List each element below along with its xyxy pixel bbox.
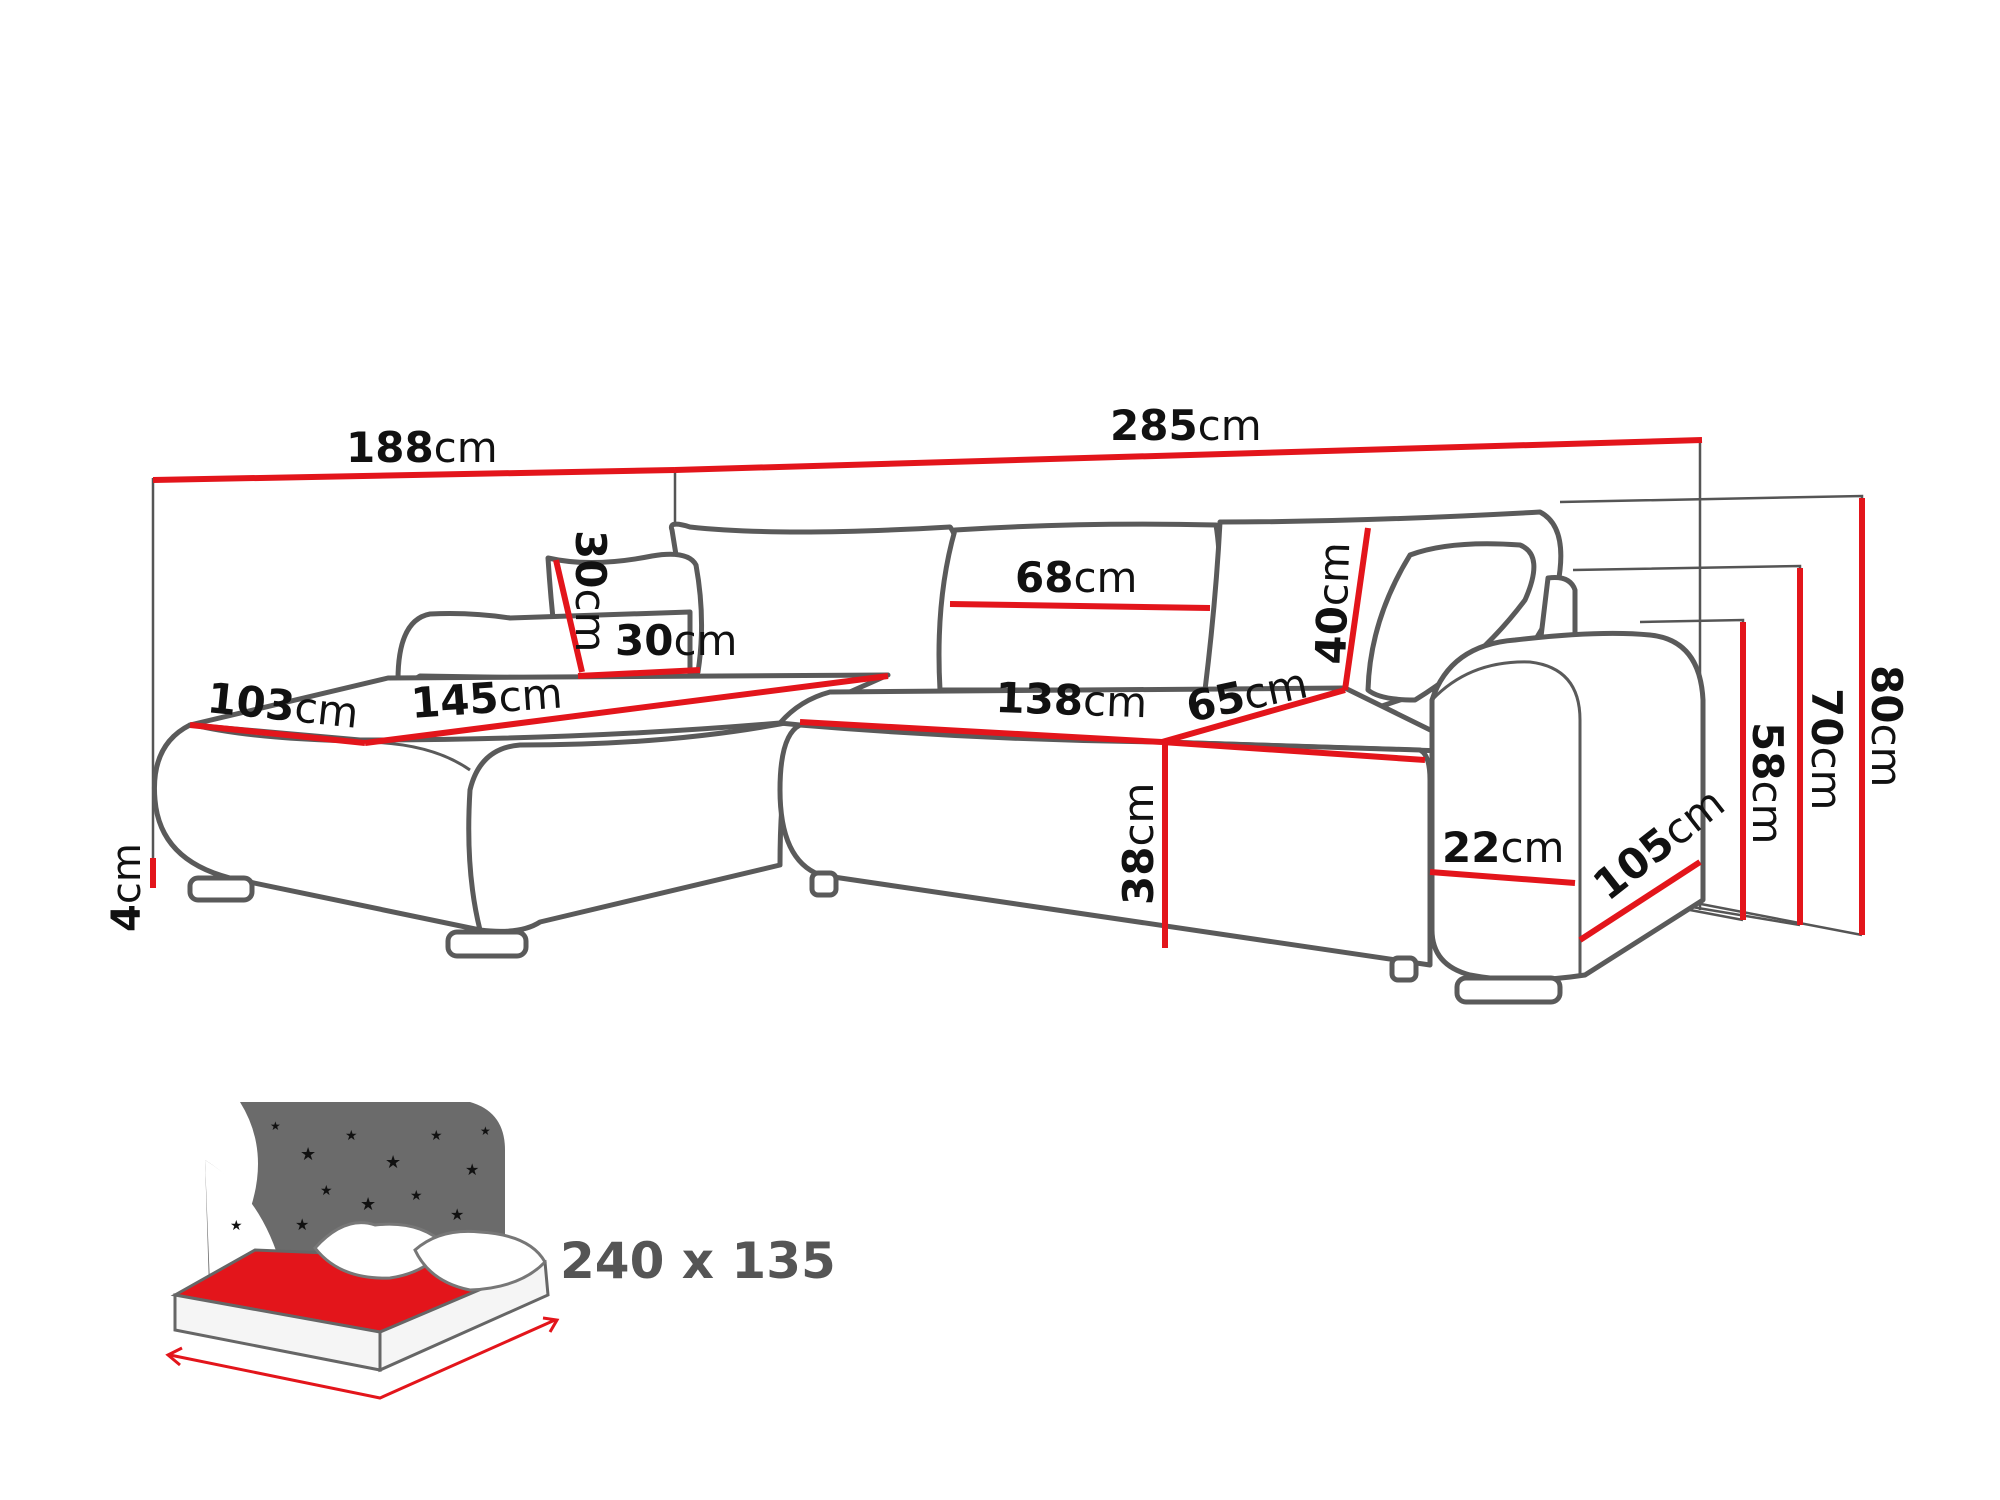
svg-text:★: ★ [270, 1119, 281, 1133]
svg-text:★: ★ [345, 1128, 358, 1144]
label-65: 65cm [1182, 658, 1312, 731]
label-103: 103cm [205, 673, 361, 738]
bed-pillow-2 [413, 1229, 547, 1292]
label-145: 145cm [409, 669, 564, 728]
line-138 [799, 719, 1163, 745]
label-188: 188cm [346, 423, 498, 472]
label-40: 40cm [1306, 541, 1359, 665]
svg-text:★: ★ [480, 1124, 491, 1138]
label-70: 70cm [1802, 688, 1851, 810]
line-40 [1342, 527, 1371, 691]
line-65 [1161, 687, 1346, 745]
line-188 [152, 467, 676, 483]
svg-text:★: ★ [320, 1183, 333, 1199]
line-105 [1578, 859, 1702, 943]
line-pillow-30-h [577, 667, 701, 679]
chaise-body [151, 717, 803, 934]
svg-text:★: ★ [295, 1215, 309, 1234]
svg-text:★: ★ [430, 1128, 443, 1144]
svg-text:★: ★ [385, 1152, 401, 1173]
label-68: 68cm [1015, 553, 1137, 602]
line-pillow-30-v [553, 559, 585, 673]
label-22: 22cm [1442, 823, 1564, 872]
right-armrest [1429, 630, 1706, 983]
svg-text:★: ★ [360, 1194, 376, 1215]
bed-width-arrow [169, 1318, 556, 1400]
label-80: 80cm [1862, 665, 1911, 787]
bed-function-icon: ★ ★ ★ ★ ★ ★ ★ ★ ★ ★ ★ ★ ★ ★ ★ ★ 240 x 13… [165, 1102, 836, 1400]
sofa-outline [151, 509, 1706, 1005]
measure-lines [150, 437, 1865, 948]
label-30-vertical: 30cm [566, 530, 615, 652]
leg-main-back [809, 870, 839, 898]
line-285 [674, 437, 1703, 473]
leg-chaise-back [187, 875, 255, 903]
line-68 [949, 601, 1211, 611]
line-103 [189, 722, 366, 746]
line-145 [364, 673, 889, 746]
svg-text:★: ★ [410, 1188, 423, 1204]
leg-chaise-front [445, 929, 529, 959]
backrest-right-end [1537, 575, 1578, 648]
svg-text:★: ★ [465, 1160, 479, 1179]
label-30-horizontal: 30cm [615, 616, 737, 665]
main-body [777, 722, 1433, 968]
line-seat-depth [1161, 739, 1426, 763]
line-22 [1429, 869, 1576, 886]
bed-size-label: 240 x 135 [560, 1232, 836, 1290]
label-138: 138cm [995, 673, 1148, 727]
svg-text:★: ★ [450, 1205, 464, 1224]
label-4: 4cm [104, 843, 150, 932]
leg-arm-front [1454, 975, 1563, 1005]
svg-text:★: ★ [230, 1218, 243, 1234]
label-38: 38cm [1114, 783, 1163, 905]
label-58: 58cm [1743, 722, 1792, 844]
leg-main-front [1389, 955, 1419, 983]
label-285: 285cm [1110, 401, 1262, 450]
svg-text:★: ★ [300, 1144, 316, 1165]
